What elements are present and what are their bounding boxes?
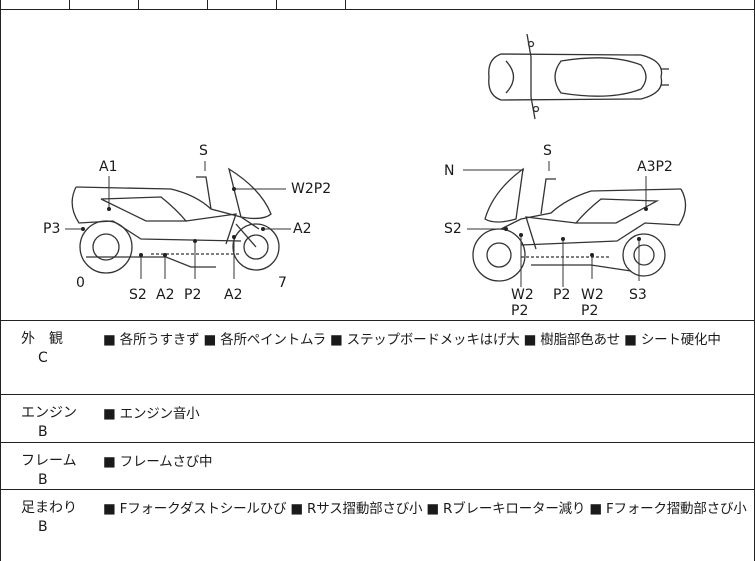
row-notes: ■ Fフォークダストシールひび ■ Rサス摺動部さび小 ■ Rブレーキローター減… <box>103 501 747 517</box>
scooter-left-side-icon <box>71 167 280 274</box>
label-left-S2: S2 <box>129 287 147 303</box>
label-right-W2: W2 <box>511 287 534 303</box>
label-right-W2-2: W2 <box>581 287 604 303</box>
label-left-S: S <box>199 143 208 159</box>
condition-diagram: S A1 W2P2 P3 A2 0 7 S2 A2 P2 A2 N S A3P2… <box>0 9 755 320</box>
row-category: エンジン <box>21 405 77 421</box>
label-right-N: N <box>444 163 454 179</box>
label-right-A3P2: A3P2 <box>637 159 673 175</box>
row-notes: ■ 各所うすきず ■ 各所ペイントムラ ■ ステップボードメッキはげ大 ■ 樹脂… <box>103 332 721 348</box>
label-right-S: S <box>543 143 552 159</box>
row-category: 外 観 <box>21 331 63 347</box>
row-frame: フレーム B ■ フレームさび中 <box>0 442 755 489</box>
label-left-A2-bottom-2: A2 <box>224 287 242 303</box>
label-right-P2-under-W2: P2 <box>511 303 528 319</box>
label-right-S3: S3 <box>629 287 647 303</box>
label-right-S2: S2 <box>444 221 462 237</box>
row-category: フレーム <box>21 453 77 469</box>
label-left-P3: P3 <box>43 221 60 237</box>
label-left-A2: A2 <box>293 221 311 237</box>
row-grade: B <box>38 519 48 535</box>
label-left-A1: A1 <box>99 159 117 175</box>
label-right-P2: P2 <box>553 287 570 303</box>
row-category: 足まわり <box>21 500 77 516</box>
row-grade: B <box>38 472 48 488</box>
scooter-right-side-icon <box>472 167 687 282</box>
label-left-P2: P2 <box>184 287 201 303</box>
row-engine: エンジン B ■ エンジン音小 <box>0 394 755 442</box>
row-notes: ■ フレームさび中 <box>103 454 213 470</box>
row-notes: ■ エンジン音小 <box>103 406 200 422</box>
label-left-W2P2: W2P2 <box>291 181 331 197</box>
row-grade: B <box>38 424 48 440</box>
row-grade: C <box>38 350 48 366</box>
scooter-diagram-svg: S A1 W2P2 P3 A2 0 7 S2 A2 P2 A2 N S A3P2… <box>43 33 687 319</box>
label-right-P2-under-W2-2: P2 <box>581 303 598 319</box>
label-left-0: 0 <box>76 275 85 291</box>
label-left-7: 7 <box>278 275 287 291</box>
label-left-A2-bottom: A2 <box>156 287 174 303</box>
row-exterior: 外 観 C ■ 各所うすきず ■ 各所ペイントムラ ■ ステップボードメッキはげ… <box>0 320 755 394</box>
scooter-top-view-icon <box>488 33 669 120</box>
row-suspension: 足まわり B ■ Fフォークダストシールひび ■ Rサス摺動部さび小 ■ Rブレ… <box>0 489 755 561</box>
